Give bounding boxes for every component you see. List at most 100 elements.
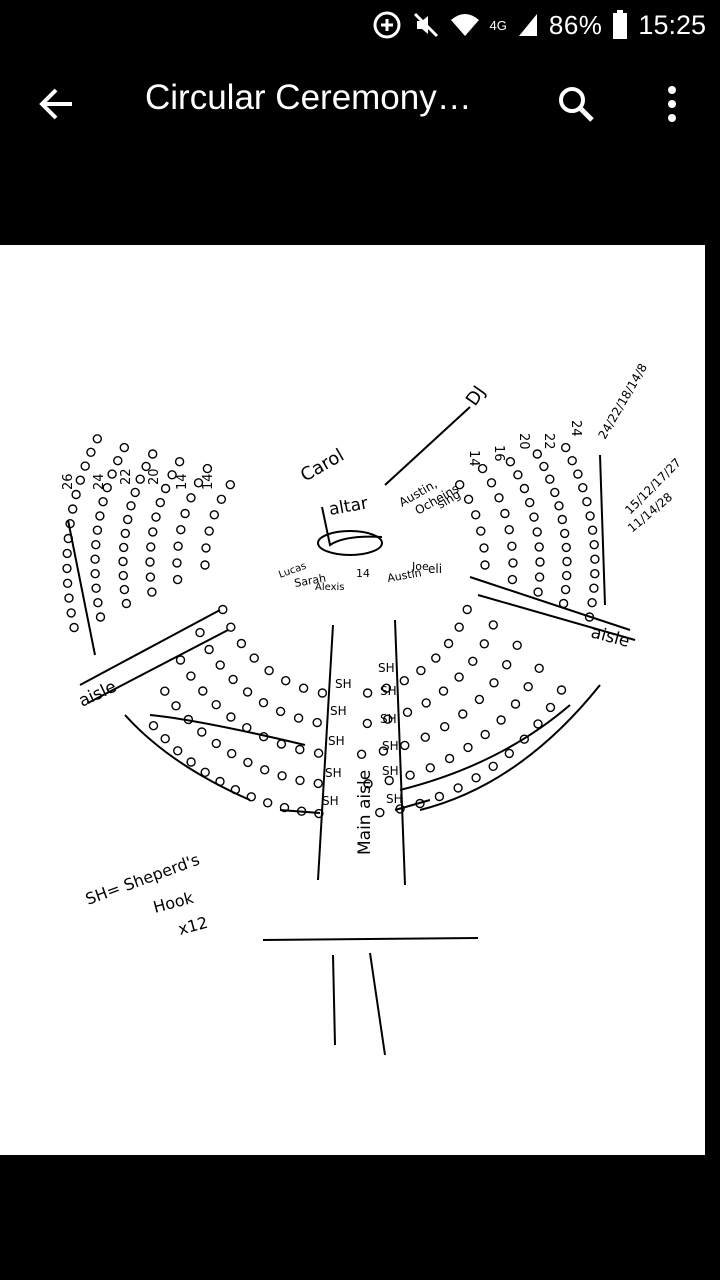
app-bar: Circular Ceremony… xyxy=(0,52,720,156)
seat-circle xyxy=(218,604,228,615)
seat-circle xyxy=(440,722,450,732)
clock: 15:25 xyxy=(638,9,706,40)
seat-circle xyxy=(513,470,523,480)
seat-circle xyxy=(539,461,549,472)
seat-circle xyxy=(160,483,171,494)
seat-circle xyxy=(91,583,101,593)
seat-circle xyxy=(504,748,514,759)
seat-circle xyxy=(384,775,394,786)
seat-circle xyxy=(216,494,227,505)
seat-circle xyxy=(590,554,600,564)
seat-circle xyxy=(118,556,128,567)
seat-circle xyxy=(489,678,499,688)
row-label: 16 xyxy=(491,445,506,462)
altar xyxy=(317,506,383,556)
seat-circle xyxy=(226,712,236,722)
seat-circle xyxy=(180,508,190,519)
seat-circle xyxy=(225,479,236,490)
sh-label: SH xyxy=(380,712,397,726)
back-button[interactable] xyxy=(28,76,84,132)
seat-circle xyxy=(554,501,564,511)
seat-circle xyxy=(211,700,221,710)
battery-percent: 86% xyxy=(548,9,603,40)
label-14-mid: 14 xyxy=(356,567,370,580)
seat-circle xyxy=(476,526,486,536)
seat-circle xyxy=(479,543,489,553)
seat-circle xyxy=(200,767,210,777)
sh-label: SH xyxy=(335,677,352,691)
seat-circle xyxy=(421,698,431,708)
seat-circle xyxy=(502,660,512,670)
sh-label: SH xyxy=(328,734,345,748)
seat-circle xyxy=(209,510,220,520)
seat-circle xyxy=(573,469,583,479)
seat-circle xyxy=(204,526,214,536)
seating-chart-image[interactable]: Carol altar DJ Austin, Ocheins sing Luca… xyxy=(0,245,705,1155)
seat-circle xyxy=(126,501,136,511)
seat-circle xyxy=(121,598,132,609)
sh-label: SH xyxy=(378,661,395,675)
right-row-labels: 14 16 20 22 24 xyxy=(466,420,583,467)
row-label: 14 xyxy=(466,450,481,467)
seat-circle xyxy=(535,557,545,567)
seat-circle xyxy=(242,687,253,697)
sh-label: SH xyxy=(330,704,347,718)
seat-circle xyxy=(362,688,373,698)
seat-circle xyxy=(562,570,572,581)
seat-circle xyxy=(93,598,103,608)
seat-circle xyxy=(312,717,322,728)
seat-circle xyxy=(69,622,79,633)
more-options-button[interactable] xyxy=(644,76,700,132)
seat-circle xyxy=(362,718,372,729)
seat-circle xyxy=(507,541,517,551)
label-eli: eli xyxy=(428,562,442,576)
seat-circle xyxy=(590,569,600,579)
row-label: 20 xyxy=(516,433,531,450)
seat-circle xyxy=(260,765,270,775)
row-label: 22 xyxy=(541,433,556,450)
seat-circle xyxy=(532,449,542,459)
seat-circle xyxy=(145,557,155,567)
seat-circle xyxy=(587,525,598,535)
wifi-icon xyxy=(450,12,480,38)
seat-circle xyxy=(383,714,393,724)
seat-circle xyxy=(508,558,518,568)
seat-circle xyxy=(264,665,274,676)
seat-circle xyxy=(434,791,445,802)
seat-circle xyxy=(98,497,108,507)
seat-circle xyxy=(186,757,196,767)
seat-circle xyxy=(400,740,410,751)
seat-circle xyxy=(313,748,324,758)
seat-circle xyxy=(295,775,305,786)
label-austin2: Austin xyxy=(386,566,422,585)
seat-circle xyxy=(431,653,441,663)
seat-circle xyxy=(86,447,96,458)
seat-circle xyxy=(228,674,238,685)
row-label: 24 xyxy=(568,420,583,437)
seat-circle xyxy=(95,511,105,521)
seat-circle xyxy=(534,663,544,673)
seat-circle xyxy=(363,779,373,789)
seat-circle xyxy=(298,683,309,693)
seat-circle xyxy=(293,713,304,723)
seat-circle xyxy=(479,639,489,649)
seat-circle xyxy=(173,541,183,551)
seat-circle xyxy=(148,527,158,537)
seat-circle xyxy=(258,698,269,708)
search-button[interactable] xyxy=(548,76,604,132)
seat-circle xyxy=(62,548,72,559)
seat-circle xyxy=(202,463,213,474)
seat-circle xyxy=(405,770,415,780)
seat-circle xyxy=(471,510,481,520)
row-label: 14 xyxy=(175,473,190,490)
seat-circle xyxy=(438,686,449,696)
seat-circle xyxy=(402,707,413,717)
seat-circle xyxy=(378,746,389,756)
seat-circle xyxy=(561,442,571,453)
seat-circle xyxy=(545,702,556,713)
seat-circle xyxy=(200,560,210,570)
seat-circle xyxy=(453,783,463,793)
seat-circle xyxy=(211,738,222,749)
seat-circle xyxy=(589,540,599,550)
seat-circle xyxy=(458,709,468,719)
